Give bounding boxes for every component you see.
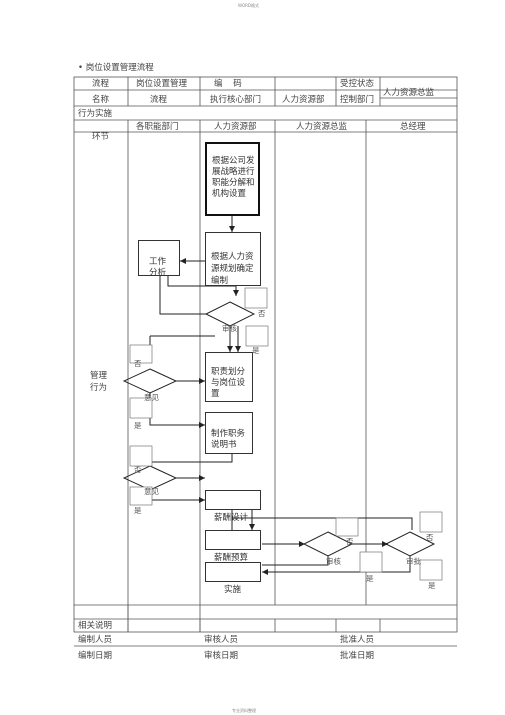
- assign-box: 职责划分与岗位设置: [205, 352, 253, 402]
- code-label: 编 码: [214, 79, 242, 89]
- plan-box: 根据人力资源规划确定编制: [205, 232, 261, 286]
- yes-label-3: 是: [134, 506, 142, 515]
- controlled-status-label: 受控状态: [340, 79, 375, 89]
- review-date-label: 审核日期: [204, 651, 239, 661]
- no-label-3: 否: [134, 465, 142, 474]
- yes-label-1: 是: [252, 346, 260, 355]
- col-hr: 人力资源部: [214, 122, 257, 132]
- work-analysis-box: 工作分析: [138, 240, 180, 278]
- process-name-cont: 流程: [150, 95, 168, 105]
- start-box: 根据公司发展战略进行职能分解和机构设置: [205, 142, 260, 216]
- no-label-5: 否: [426, 533, 434, 542]
- yes-label-5: 是: [428, 581, 436, 590]
- hr-dept-label: 人力资源部: [282, 95, 325, 105]
- compiler-label: 编制人员: [78, 635, 113, 645]
- no-label-2: 否: [134, 359, 142, 368]
- name-label: 名称: [92, 95, 110, 105]
- col-gm: 总经理: [400, 122, 426, 132]
- review1-label: 审核: [222, 324, 237, 333]
- review2-label: 审核: [326, 557, 341, 566]
- link-label: 环节: [92, 132, 110, 142]
- opinion1-label: 意见: [144, 393, 159, 402]
- header-note: WORD格式: [238, 3, 259, 8]
- col-hr-director: 人力资源总监: [296, 122, 348, 132]
- no-label-1: 否: [258, 309, 266, 318]
- mgmt-label: 管理: [90, 371, 108, 381]
- yes-label-2: 是: [134, 421, 142, 430]
- related-label: 相关说明: [78, 621, 113, 631]
- yes-label-4: 是: [366, 574, 374, 583]
- process-label: 流程: [92, 79, 110, 89]
- implement-box: 实施: [205, 562, 261, 595]
- hr-director-head: 人力资源总监: [383, 88, 435, 98]
- compile-date-label: 编制日期: [78, 651, 113, 661]
- control-dept-label: 控制部门: [340, 95, 375, 105]
- make-desc-box: 制作职务说明书: [205, 412, 253, 454]
- salary-budget-box: 薪酬预算: [205, 530, 261, 563]
- approve-label: 审批: [406, 557, 421, 566]
- footer-note: 专业资料整理: [232, 708, 256, 713]
- no-label-4: 否: [346, 537, 354, 546]
- section-title: • 岗位设置管理流程: [78, 63, 154, 73]
- behavior-label: 行为: [90, 383, 108, 393]
- approve-date-label: 批准日期: [340, 651, 375, 661]
- reviewer-label: 审核人员: [204, 635, 239, 645]
- opinion2-label: 意见: [144, 487, 159, 496]
- process-name-value: 岗位设置管理: [136, 79, 188, 89]
- exec-dept-label: 执行核心部门: [210, 95, 262, 105]
- col-functional: 各职能部门: [136, 122, 179, 132]
- exec-unit-label: 行为实施: [78, 109, 113, 119]
- salary-design-box: 薪酬设计: [205, 490, 261, 523]
- approver-label: 批准人员: [340, 635, 375, 645]
